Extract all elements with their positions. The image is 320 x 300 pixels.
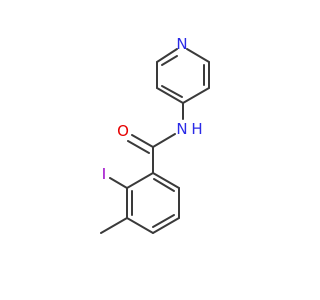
bond-bz-c1-c2-inner <box>153 178 175 192</box>
bond-carbonyl-o-1 <box>131 134 154 148</box>
bond-bz-c6-c1 <box>126 172 154 189</box>
bond-pyr-c4-c5-inner <box>161 85 183 98</box>
carbonyl-oxygen-label: O <box>117 122 129 140</box>
bond-c-iodine <box>109 177 128 189</box>
pyridine-nitrogen-label: N <box>176 35 187 53</box>
bond-pyr-c3-c4 <box>182 87 210 104</box>
structure-diagram: N N H O I <box>100 35 210 234</box>
bond-bz-c3-c4-inner <box>152 214 175 228</box>
bond-pyr-c4-c5 <box>156 87 184 104</box>
amide-nitrogen-label: N <box>176 120 187 138</box>
bond-pyr-c6-n-inner <box>161 55 178 66</box>
iodine-label: I <box>102 165 106 183</box>
bond-carbonyl-o-2 <box>127 140 150 154</box>
amide-hydrogen-label: H <box>191 120 202 138</box>
molecule-canvas: N N H O I <box>100 35 210 234</box>
bond-layer <box>100 48 210 234</box>
bond-amide-n-carbonyl <box>152 133 176 148</box>
bond-bz-c4-c5 <box>126 217 154 234</box>
bond-pyr-n-c2 <box>186 48 210 63</box>
bond-bz-c1-c2 <box>152 172 180 189</box>
bond-bz-c3-c4 <box>152 217 180 234</box>
atom-label-layer: N N H O I <box>102 35 203 183</box>
bond-pyr-c6-n <box>156 48 178 63</box>
bond-c-methyl <box>100 217 128 234</box>
